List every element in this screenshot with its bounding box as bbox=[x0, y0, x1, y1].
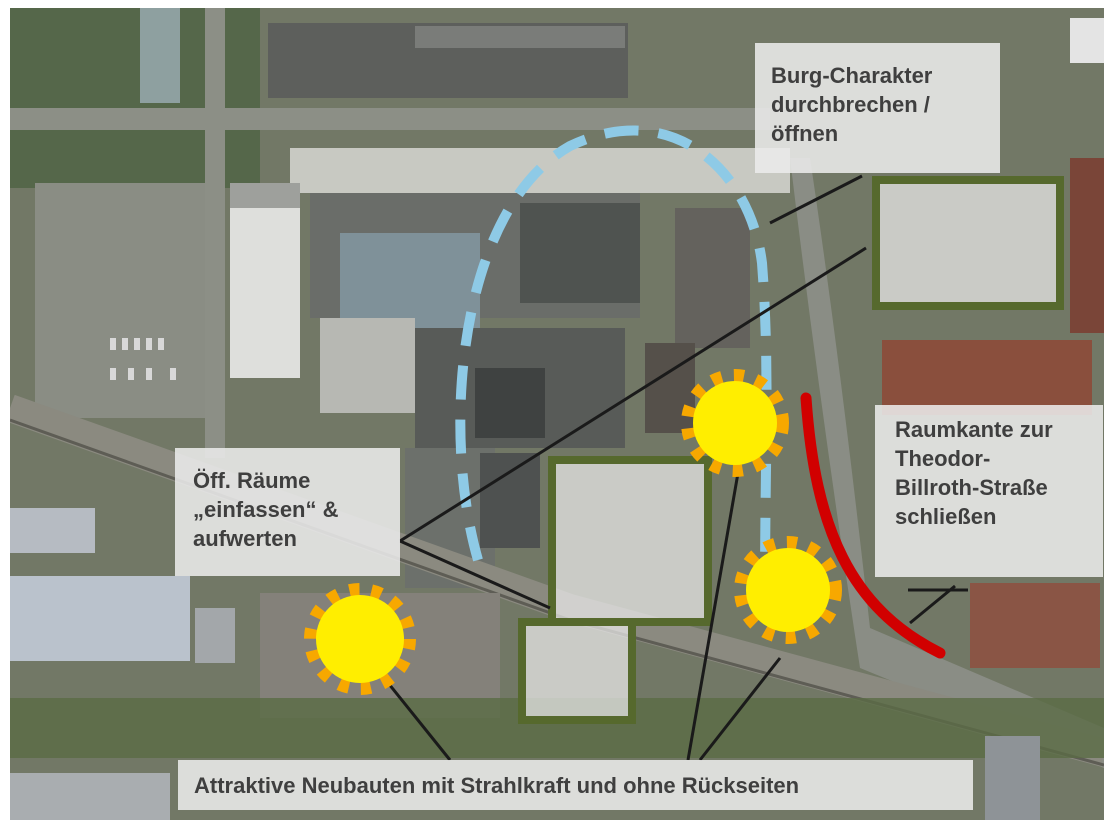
building-south-west bbox=[10, 576, 190, 661]
tower-east bbox=[675, 208, 750, 348]
parking-lot bbox=[35, 183, 205, 418]
sun-marker-south-east bbox=[734, 536, 842, 644]
high-rise-left-roof bbox=[230, 183, 300, 208]
label-burg-charakter: Burg-Charakter durchbrechen / öffnen bbox=[755, 43, 1000, 173]
brick-building-east bbox=[882, 340, 1092, 415]
label-burg-line-3: öffnen bbox=[771, 121, 839, 146]
tower-south-east bbox=[985, 736, 1040, 820]
label-burg-line-1: Burg-Charakter bbox=[771, 63, 933, 88]
site-frame-north-east bbox=[872, 176, 1064, 310]
glass-roof bbox=[340, 233, 480, 333]
building-bottom-left bbox=[10, 773, 170, 820]
building-south-west-annex bbox=[195, 608, 235, 663]
high-rise-left bbox=[230, 183, 300, 378]
sun-marker-centre bbox=[681, 369, 789, 477]
parking-deck-roof bbox=[320, 318, 415, 413]
building-south-west-small bbox=[10, 508, 95, 553]
leader-lines bbox=[358, 174, 968, 761]
road-west bbox=[205, 8, 225, 458]
sun-marker-south-west bbox=[304, 583, 416, 695]
shopping-centre-block bbox=[520, 203, 640, 303]
brick-building-south-east bbox=[970, 583, 1100, 668]
site-frame-south bbox=[518, 618, 636, 724]
building-middle bbox=[480, 453, 540, 548]
site-frame-centre bbox=[548, 456, 712, 626]
label-oeff-line-2: „einfassen“ & bbox=[193, 497, 339, 522]
canal bbox=[140, 8, 180, 103]
parked-cars bbox=[110, 338, 176, 380]
label-raumkante-line-4: schließen bbox=[895, 504, 997, 529]
label-oeffentliche-raeume: Öff. Räume „einfassen“ & aufwerten bbox=[175, 448, 400, 576]
label-raumkante-line-3: Billroth-Straße bbox=[895, 475, 1048, 500]
brick-building-north-east bbox=[1070, 158, 1104, 333]
building-north-roof bbox=[415, 26, 625, 48]
label-oeff-line-1: Öff. Räume bbox=[193, 468, 311, 493]
label-raumkante-line-2: Theodor- bbox=[895, 446, 991, 471]
label-neubauten: Attraktive Neubauten mit Strahlkraft und… bbox=[178, 760, 973, 810]
label-raumkante: Raumkante zur Theodor- Billroth-Straße s… bbox=[875, 405, 1103, 577]
building-north-east-white bbox=[1070, 18, 1104, 63]
burg-dashed-outline bbox=[455, 125, 772, 589]
label-neubauten-text: Attraktive Neubauten mit Strahlkraft und… bbox=[194, 773, 800, 798]
label-raumkante-line-1: Raumkante zur bbox=[895, 417, 1053, 442]
building-east-small bbox=[645, 343, 695, 433]
road-north bbox=[10, 108, 770, 130]
label-oeff-line-3: aufwerten bbox=[193, 526, 297, 551]
roof-equipment bbox=[475, 368, 545, 438]
street-edge-line bbox=[800, 392, 946, 659]
label-burg-line-2: durchbrechen / bbox=[771, 92, 930, 117]
theodor-billroth-strasse bbox=[790, 158, 1104, 768]
